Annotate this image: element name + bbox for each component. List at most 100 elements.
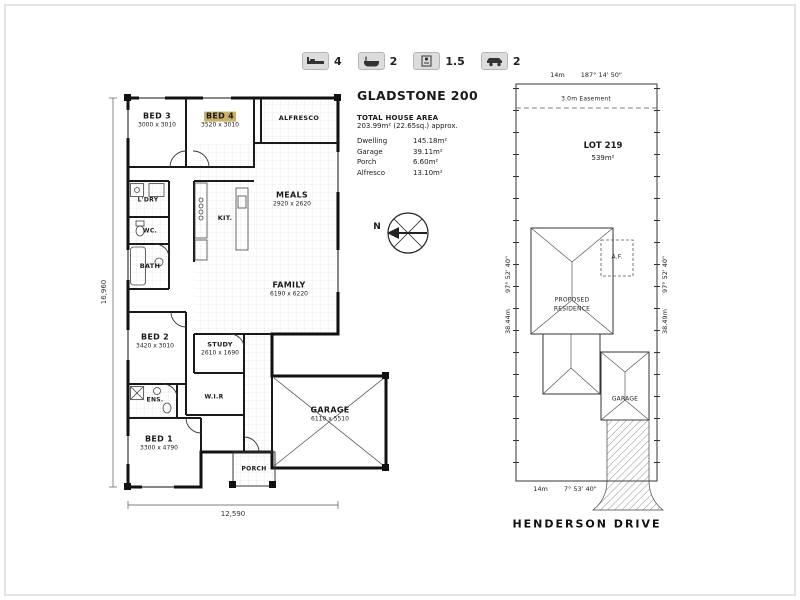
site-alfresco-label: A.F. — [611, 253, 623, 261]
lot-boundary — [515, 83, 658, 482]
area-row: Dwelling 145.18m² — [357, 136, 487, 147]
room-bed1: BED 1 3300 x 4790 — [140, 435, 178, 452]
amenity-cars: 2 — [480, 52, 521, 70]
amenities-bar: 4 2 1.5 2 — [302, 52, 520, 70]
bath-icon — [357, 52, 385, 70]
amenity-value: 4 — [334, 54, 342, 68]
room-name: WC. — [142, 227, 158, 235]
boundary-top-dimension: 14m 187° 14' 50" — [550, 71, 622, 79]
room-name: BED 4 — [203, 111, 237, 122]
room-bath: BATH — [139, 262, 161, 271]
room-name: KIT. — [217, 214, 233, 223]
room-porch: PORCH — [241, 465, 266, 472]
area-row: Alfresco 13.10m² — [357, 168, 487, 179]
site-garage-label: GARAGE — [611, 395, 639, 403]
boundary-bearing: 7° 53' 40" — [563, 485, 597, 493]
overall-width-dimension: 12,590 — [220, 510, 246, 518]
boundary-length: 38.49m — [661, 309, 669, 334]
amenity-value: 1.5 — [445, 54, 465, 68]
car-icon — [480, 52, 508, 70]
room-name: BED 3 — [142, 111, 172, 121]
room-dims: 3000 x 3010 — [138, 121, 176, 129]
roof-lines — [530, 227, 650, 421]
area-value: 39.11m² — [413, 147, 443, 156]
garage-cross — [273, 377, 385, 467]
area-label: Dwelling — [357, 137, 388, 145]
lot-name: LOT 219 — [583, 141, 623, 151]
shower-icon — [413, 52, 441, 70]
room-bed3: BED 3 3000 x 3010 — [138, 112, 176, 129]
tiled-floors — [128, 98, 338, 486]
room-dims: 2920 x 2620 — [273, 200, 311, 208]
room-dims: 3300 x 4790 — [140, 444, 178, 452]
room-alfresco: ALFRESCO — [279, 114, 319, 123]
area-label: Garage — [357, 147, 383, 156]
room-meals: MEALS 2920 x 2620 — [273, 191, 311, 208]
amenity-value: 2 — [512, 54, 521, 68]
boundary-length: 38.44m — [504, 309, 512, 334]
area-row: Garage 39.11m² — [357, 147, 487, 158]
dimension-lines — [109, 97, 339, 509]
room-ens: ENS. — [147, 396, 164, 403]
room-name: MEALS — [276, 190, 308, 200]
boundary-bearing: 97° 52' 40" — [504, 256, 512, 294]
porch-outline — [232, 451, 276, 487]
north-arrow-icon — [387, 212, 429, 254]
room-name: L'DRY — [137, 196, 159, 204]
area-value: 13.10m² — [413, 168, 443, 177]
boundary-length: 14m — [533, 485, 548, 493]
residence-label-line1: PROPOSED — [554, 296, 590, 304]
area-label: Alfresco — [357, 168, 386, 177]
room-dims: 6190 x 6220 — [270, 290, 308, 298]
boundary-length: 14m — [550, 71, 565, 79]
title-block: GLADSTONE 200 TOTAL HOUSE AREA 203.99m² … — [357, 88, 487, 178]
room-bed2: BED 2 3420 x 3010 — [136, 333, 174, 350]
bed-icon — [302, 52, 329, 70]
boundary-bearing: 187° 14' 50" — [580, 71, 622, 79]
room-name: STUDY — [207, 340, 233, 349]
room-garage: GARAGE 6110 x 5510 — [311, 406, 350, 423]
room-dims: 3520 x 3010 — [201, 121, 239, 129]
room-wir: W.I.R — [204, 393, 223, 400]
room-dims: 2610 x 1690 — [201, 349, 239, 357]
street-name: HENDERSON DRIVE — [512, 517, 662, 531]
amenity-bathrooms: 2 — [357, 52, 398, 70]
room-wc: WC. — [143, 227, 157, 234]
room-ldry: L'DRY — [138, 196, 159, 203]
room-name: W.I.R — [204, 393, 224, 401]
room-name: FAMILY — [272, 280, 306, 290]
room-name: GARAGE — [310, 405, 350, 415]
boundary-left-dimension: 38.44m 97° 52' 40" — [504, 256, 512, 334]
room-study: STUDY 2610 x 1690 — [201, 340, 239, 357]
area-total: 203.99m² (22.65sq.) approx. — [357, 122, 458, 130]
windows — [125, 95, 341, 490]
area-value: 145.18m² — [413, 137, 448, 145]
boundary-bottom-dimension: 14m 7° 53' 40" — [533, 485, 596, 493]
lot-area: 539m² — [591, 154, 615, 162]
fixtures — [130, 182, 249, 414]
room-name: PORCH — [241, 465, 267, 473]
room-family: FAMILY 6190 x 6220 — [270, 281, 308, 298]
room-dims: 6110 x 5510 — [311, 415, 349, 423]
room-bed4: BED 4 3520 x 3010 — [201, 111, 239, 129]
room-kit: KIT. — [217, 214, 233, 223]
amenity-bedrooms: 4 — [302, 52, 342, 70]
driveway-hatch — [591, 419, 665, 511]
pier-markers — [124, 94, 389, 490]
room-name: ENS. — [146, 396, 164, 404]
boundary-bearing: 97° 52' 40" — [661, 256, 669, 294]
plan-title: GLADSTONE 200 — [357, 88, 479, 103]
amenity-showers: 1.5 — [413, 52, 465, 70]
room-name: BED 1 — [144, 434, 174, 444]
area-heading: TOTAL HOUSE AREA — [357, 114, 439, 122]
overall-depth-dimension: 16,960 — [100, 279, 108, 305]
door-swings — [154, 150, 260, 453]
room-name: BATH — [139, 262, 161, 271]
room-dims: 3420 x 3010 — [136, 342, 174, 350]
boundary-right-dimension: 38.49m 97° 52' 40" — [661, 256, 669, 334]
residence-label-line2: RESIDENCE — [553, 305, 591, 313]
amenity-value: 2 — [389, 54, 398, 68]
